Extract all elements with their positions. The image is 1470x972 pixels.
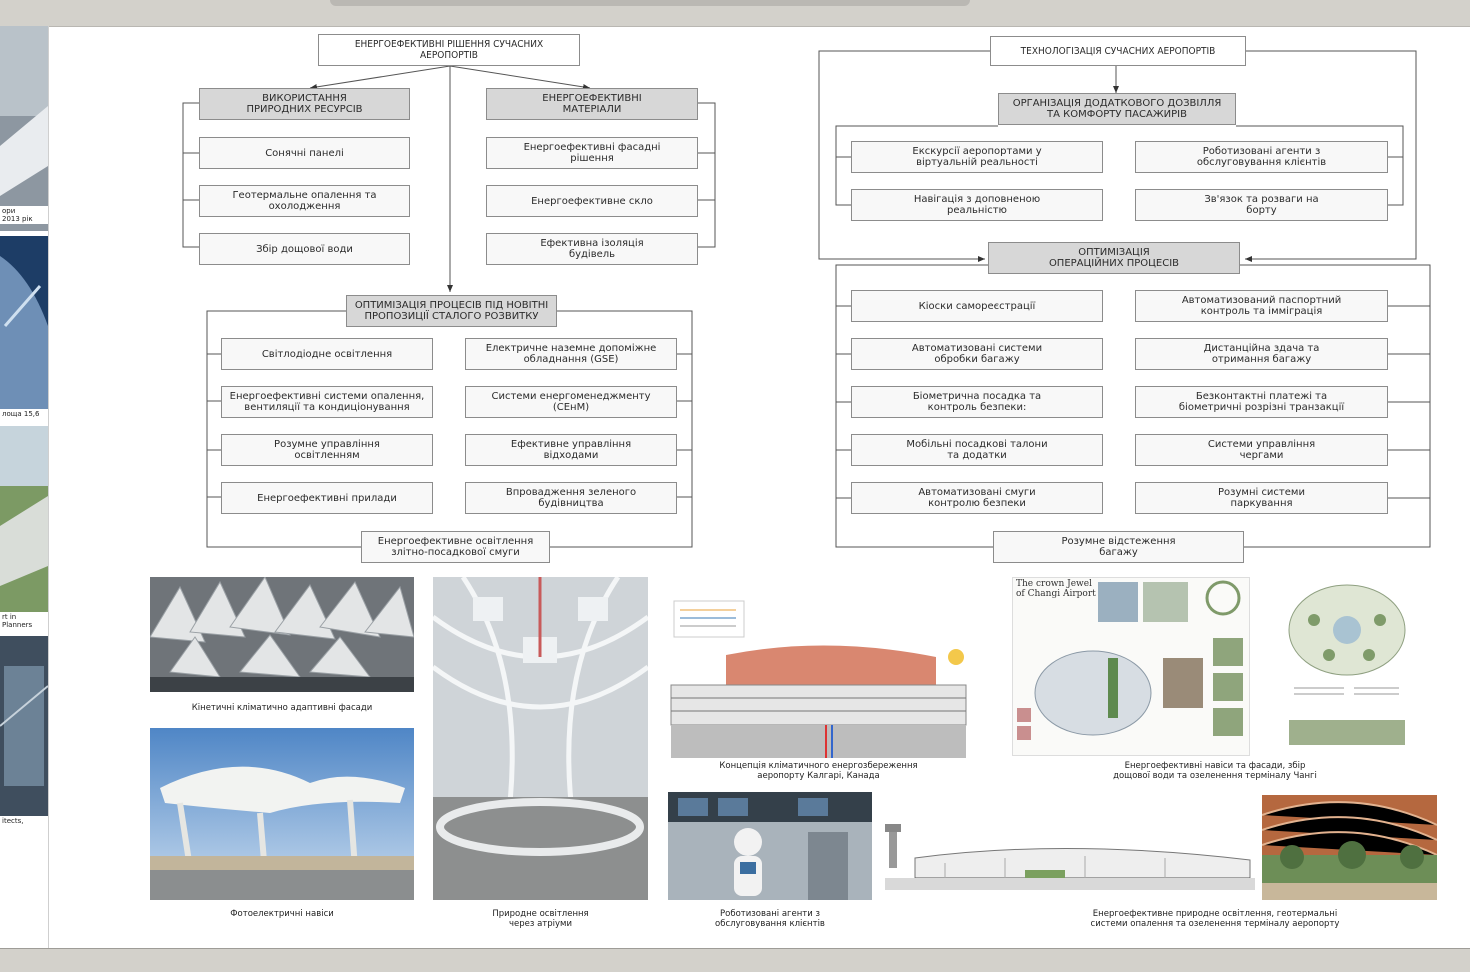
energy-solutions-title: ЕНЕРГОЕФЕКТИВНІ РІШЕННЯ СУЧАСНИХ АЕРОПОР… bbox=[318, 34, 580, 66]
left-photo-strip: ори 2013 рік лоща 15,6 rt in Planners it… bbox=[0, 26, 49, 948]
operations-left-item: Кіоски самореєстрації bbox=[851, 290, 1103, 322]
terminal-canopy-photo bbox=[1262, 795, 1437, 900]
optimization-left-item: Енергоефективні прилади bbox=[221, 482, 433, 514]
leisure-item: Навігація з доповненою реальністю bbox=[851, 189, 1103, 221]
changi-document-page: The crown Jewel of Changi Airport bbox=[1012, 577, 1250, 756]
pv-canopies-photo bbox=[150, 728, 414, 900]
calgary-caption: Концепція кліматичного енергозбереження … bbox=[719, 761, 918, 781]
operations-left-item: Біометрична посадка та контроль безпеки: bbox=[851, 386, 1103, 418]
kinetic-facade-caption: Кінетичні кліматично адаптивні фасади bbox=[191, 703, 373, 713]
optimization-right-item: Системи енергоменеджменту (СЕнМ) bbox=[465, 386, 677, 418]
optimization-header: ОПТИМІЗАЦІЯ ПРОЦЕСІВ ПІД НОВІТНІ ПРОПОЗИ… bbox=[346, 295, 557, 327]
optimization-left-item: Світлодіодне освітлення bbox=[221, 338, 433, 370]
natural-resources-item: Сонячні панелі bbox=[199, 137, 410, 169]
baggage-tracking-box: Розумне відстеження багажу bbox=[993, 531, 1244, 563]
robot-photo bbox=[668, 792, 872, 900]
strip-caption: ори 2013 рік bbox=[0, 206, 48, 224]
materials-item: Ефективна ізоляція будівель bbox=[486, 233, 698, 265]
optimization-right-item: Електричне наземне допоміжне обладнання … bbox=[465, 338, 677, 370]
strip-caption: лоща 15,6 bbox=[0, 409, 48, 419]
strip-caption: rt in Planners bbox=[0, 612, 48, 630]
leisure-header: ОРГАНІЗАЦІЯ ДОДАТКОВОГО ДОЗВІЛЛЯ ТА КОМФ… bbox=[998, 93, 1236, 125]
robot-caption: Роботизовані агенти з обслуговування клі… bbox=[715, 909, 825, 929]
operations-right-item: Системи управління чергами bbox=[1135, 434, 1388, 466]
optimization-right-item: Ефективне управління відходами bbox=[465, 434, 677, 466]
kinetic-facade-photo bbox=[150, 577, 414, 692]
operations-right-item: Дистанційна здача та отримання багажу bbox=[1135, 338, 1388, 370]
atrium-caption: Природне освітлення через атріуми bbox=[492, 909, 589, 929]
natural-resources-header: ВИКОРИСТАННЯ ПРИРОДНИХ РЕСУРСІВ bbox=[199, 88, 410, 120]
leisure-item: Роботизовані агенти з обслуговування клі… bbox=[1135, 141, 1388, 173]
changi-caption: Енергоефективні навіси та фасади, збір д… bbox=[1113, 761, 1317, 781]
changi-doc-heading: The crown Jewel of Changi Airport bbox=[1016, 579, 1096, 599]
optimization-right-item: Впровадження зеленого будівництва bbox=[465, 482, 677, 514]
operations-right-item: Автоматизований паспортний контроль та і… bbox=[1135, 290, 1388, 322]
operations-right-item: Розумні системи паркування bbox=[1135, 482, 1388, 514]
calgary-section-drawing bbox=[666, 595, 971, 758]
atrium-photo bbox=[433, 577, 648, 900]
leisure-item: Екскурсії аеропортами у віртуальній реал… bbox=[851, 141, 1103, 173]
operations-left-item: Автоматизовані системи обробки багажу bbox=[851, 338, 1103, 370]
changi-plan-drawing bbox=[1284, 580, 1410, 752]
operations-left-item: Автоматизовані смуги контролю безпеки bbox=[851, 482, 1103, 514]
runway-lighting-box: Енергоефективне освітлення злітно-посадк… bbox=[361, 531, 550, 563]
natural-resources-item: Геотермальне опалення та охолодження bbox=[199, 185, 410, 217]
operations-header: ОПТИМІЗАЦІЯ ОПЕРАЦІЙНИХ ПРОЦЕСІВ bbox=[988, 242, 1240, 274]
pv-canopies-caption: Фотоелектричні навіси bbox=[230, 909, 334, 919]
optimization-left-item: Розумне управління освітленням bbox=[221, 434, 433, 466]
materials-item: Енергоефективне скло bbox=[486, 185, 698, 217]
terminal-caption: Енергоефективне природне освітлення, гео… bbox=[1090, 909, 1340, 929]
leisure-item: Зв'язок та розваги на борту bbox=[1135, 189, 1388, 221]
left-strip-photos bbox=[0, 26, 48, 816]
technologization-title: ТЕХНОЛОГІЗАЦІЯ СУЧАСНИХ АЕРОПОРТІВ bbox=[990, 36, 1246, 66]
materials-header: ЕНЕРГОЕФЕКТИВНІ МАТЕРІАЛИ bbox=[486, 88, 698, 120]
materials-item: Енергоефективні фасадні рішення bbox=[486, 137, 698, 169]
operations-left-item: Мобільні посадкові талони та додатки bbox=[851, 434, 1103, 466]
operations-right-item: Безконтактні платежі та біометричні розр… bbox=[1135, 386, 1388, 418]
bottom-band bbox=[0, 948, 1470, 972]
strip-caption: itects, bbox=[0, 816, 48, 826]
optimization-left-item: Енергоефективні системи опалення, вентил… bbox=[221, 386, 433, 418]
top-band bbox=[0, 0, 1470, 26]
natural-resources-item: Збір дощової води bbox=[199, 233, 410, 265]
terminal-section-drawing bbox=[885, 818, 1255, 900]
top-title-fade bbox=[330, 0, 970, 6]
